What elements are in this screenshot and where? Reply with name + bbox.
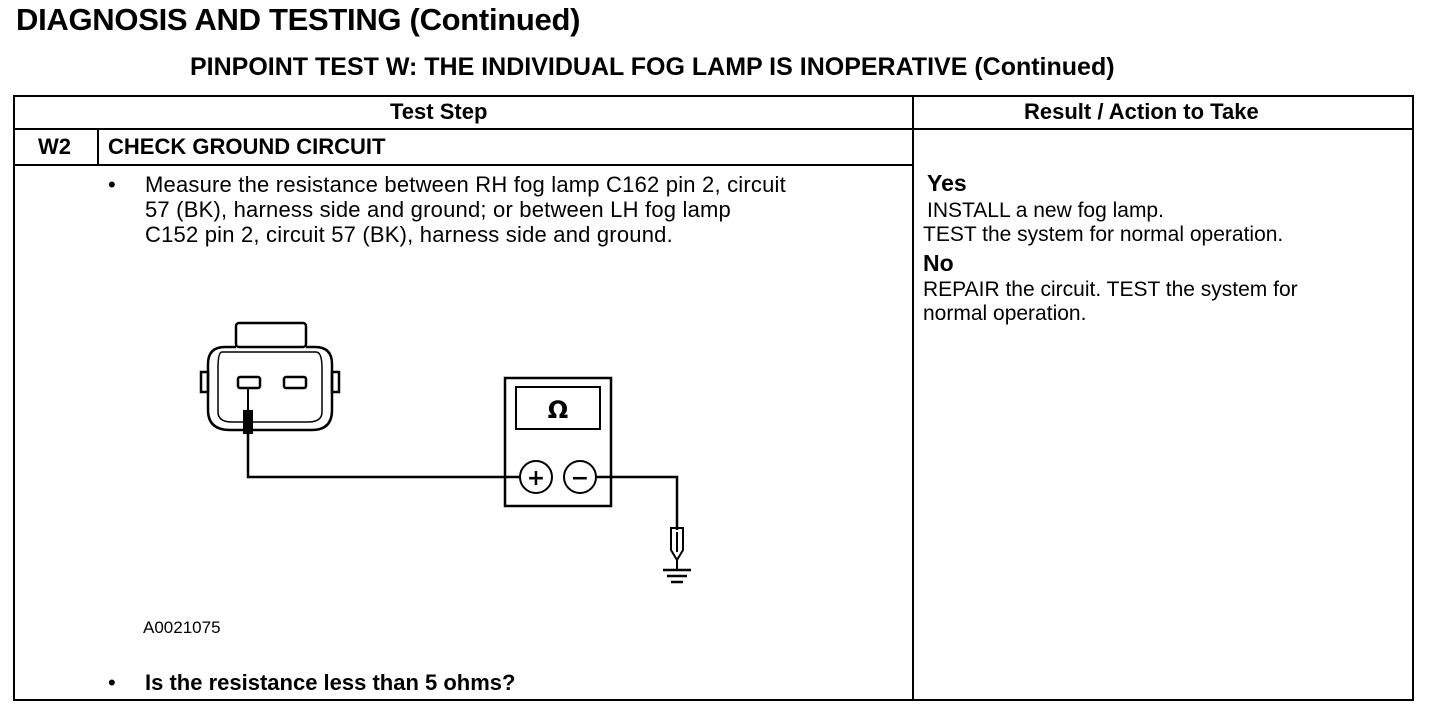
page-title: DIAGNOSIS AND TESTING (Continued) [16,2,581,37]
bullet-question: • [108,670,116,695]
result-no-line: normal operation. [923,302,1087,325]
pinpoint-test-title: PINPOINT TEST W: THE INDIVIDUAL FOG LAMP… [190,53,1115,81]
bullet-instruction: • [108,172,116,197]
result-no-line: REPAIR the circuit. TEST the system for [923,278,1298,301]
test-question: Is the resistance less than 5 ohms? [145,670,516,695]
result-yes-heading: Yes [927,170,967,196]
result-no-heading: No [923,250,954,276]
step-title-divider [13,164,912,166]
header-test-step: Test Step [390,99,488,124]
instruction-line: C152 pin 2, circuit 57 (BK), harness sid… [145,222,673,247]
header-divider [13,128,1414,130]
pinpoint-test-table [13,95,1414,701]
figure-id: A0021075 [143,618,221,637]
instruction-text: Measure the resistance between RH fog la… [145,172,895,247]
step-id-divider [97,128,99,165]
step-id: W2 [38,134,71,159]
instruction-line: Measure the resistance between RH fog la… [145,172,786,197]
step-title: CHECK GROUND CIRCUIT [108,134,386,159]
result-yes-line: INSTALL a new fog lamp. [927,199,1164,222]
header-result-action: Result / Action to Take [1024,99,1259,124]
result-yes-line: TEST the system for normal operation. [923,223,1284,246]
instruction-line: 57 (BK), harness side and ground; or bet… [145,197,731,222]
column-divider [912,95,914,701]
